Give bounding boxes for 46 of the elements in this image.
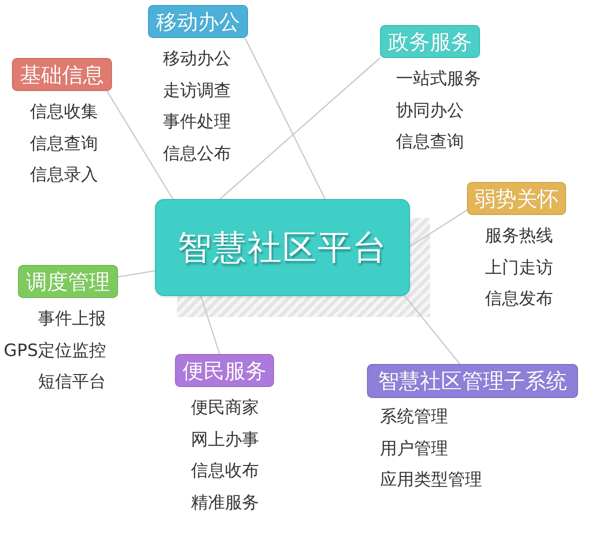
subtopic-text: 走访调查 bbox=[163, 80, 231, 102]
subtopic-text: 用户管理 bbox=[380, 438, 448, 460]
topic-label: 弱势关怀 bbox=[474, 186, 558, 212]
central-topic-box bbox=[155, 199, 410, 296]
subtopic-text: 一站式服务 bbox=[396, 68, 481, 91]
subtopic-text: 信息收布 bbox=[191, 460, 259, 483]
topic-box bbox=[18, 265, 118, 298]
topic-box bbox=[175, 354, 274, 387]
subtopic-text: 便民商家 bbox=[191, 397, 259, 420]
topic-box bbox=[467, 182, 566, 215]
connector-line bbox=[410, 210, 468, 248]
subtopic-text: 事件处理 bbox=[163, 111, 231, 134]
subtopic-text: 服务热线 bbox=[485, 225, 553, 248]
topic-label: 基础信息 bbox=[20, 62, 104, 88]
topic-box bbox=[12, 58, 112, 91]
connector-line bbox=[244, 38, 326, 200]
topic-label: 调度管理 bbox=[26, 268, 110, 296]
subtopic-text: 信息收集 bbox=[30, 101, 98, 124]
subtopic-text: 信息查询 bbox=[30, 132, 98, 156]
subtopic-text: 信息录入 bbox=[30, 164, 98, 187]
subtopic-text: 短信平台 bbox=[38, 371, 106, 394]
topic-box bbox=[367, 364, 578, 398]
subtopic-text: 信息公布 bbox=[163, 142, 231, 166]
topic-label: 政务服务 bbox=[388, 28, 472, 56]
connector-line bbox=[200, 296, 220, 354]
connector-line bbox=[118, 270, 156, 278]
topic-label: 移动办公 bbox=[156, 8, 240, 36]
topic-label: 便民服务 bbox=[182, 358, 266, 384]
topic-label: 智慧社区管理子系统 bbox=[378, 368, 567, 395]
subtopic-text: 信息查询 bbox=[396, 131, 464, 154]
subtopic-text: 网上办事 bbox=[191, 428, 259, 452]
subtopic-text: 信息发布 bbox=[485, 288, 553, 311]
subtopic-text: GPS定位监控 bbox=[4, 340, 106, 362]
subtopic-text: 系统管理 bbox=[380, 406, 448, 429]
topic-box bbox=[380, 25, 480, 58]
connector-line bbox=[106, 90, 174, 200]
connector-line bbox=[404, 296, 460, 364]
subtopic-text: 协同办公 bbox=[396, 100, 464, 122]
subtopic-text: 应用类型管理 bbox=[380, 469, 482, 492]
subtopic-text: 上门走访 bbox=[485, 256, 553, 280]
connector-line bbox=[220, 58, 380, 200]
subtopic-text: 精准服务 bbox=[191, 492, 259, 514]
central-topic-label: 智慧社区平台 bbox=[178, 226, 388, 270]
subtopic-text: 事件上报 bbox=[38, 308, 106, 331]
topic-box bbox=[148, 5, 248, 38]
subtopic-text: 移动办公 bbox=[163, 48, 231, 71]
